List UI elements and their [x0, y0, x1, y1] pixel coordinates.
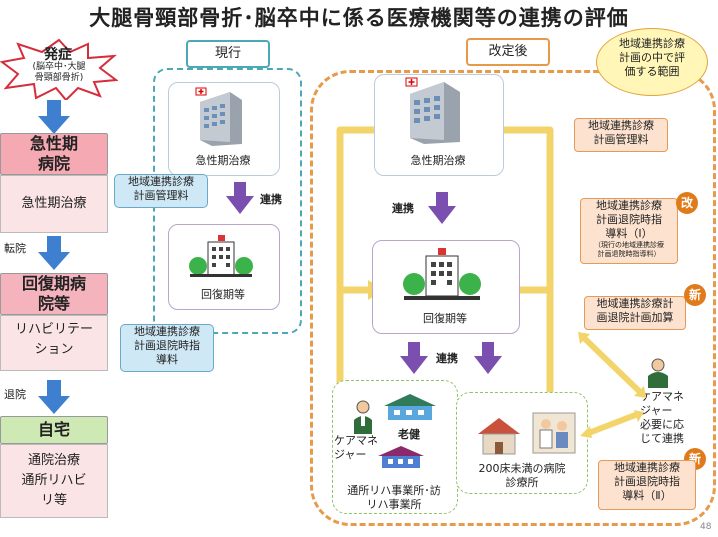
revised-callout-mgmt-line2: 計画管理料 — [593, 133, 649, 146]
care-manager-left-line1: ケアマネ — [334, 434, 378, 447]
current-callout-mgmt: 地域連携診療 計画管理料 — [114, 174, 208, 208]
revised-title: 改定後 — [466, 38, 550, 66]
revised-acute-label: 急性期治療 — [410, 154, 466, 167]
revised-callout-discharge1-note2: 計画退院時指導料） — [597, 250, 661, 258]
current-link-label: 連携 — [260, 193, 282, 206]
revised-callout-discharge2: 地域連携診療 計画退院時指 導料（Ⅱ） — [598, 460, 696, 510]
down-arrow-icon — [400, 342, 428, 374]
revised-callout-mgmt-line1: 地域連携診療 — [588, 119, 654, 132]
down-arrow-icon — [226, 182, 254, 214]
two-way-arrows — [578, 332, 646, 438]
care-manager-right-line1: ケアマネ — [640, 390, 684, 403]
onset-burst — [0, 38, 118, 100]
scope-bubble-line1: 地域連携診療 — [619, 37, 685, 50]
transfer-label: 転院 — [4, 242, 26, 255]
discharge-label: 退院 — [4, 388, 26, 401]
revised-callout-discharge2-line1: 地域連携診療 — [614, 461, 680, 474]
roken-house-icon — [384, 394, 436, 420]
current-callout-mgmt-line1: 地域連携診療 — [128, 175, 194, 188]
hospital-building-icon — [195, 87, 242, 146]
clinic-label-line1: 200床未満の病院 — [478, 462, 566, 475]
care-manager-right: ケアマネ ジャー 必要に応 じて連携 — [640, 390, 684, 446]
current-recovery-label: 回復期等 — [201, 288, 245, 301]
down-arrow-icon — [38, 100, 70, 134]
care-manager-right-line4: じて連携 — [640, 432, 684, 445]
scope-bubble-line2: 計画の中で評 — [619, 51, 685, 64]
clinic-house-icon — [478, 418, 520, 455]
rehab-hospital-icon — [403, 248, 481, 300]
home-header: 自宅 — [0, 416, 108, 444]
community-services: 通所リハ事業所･訪 リハ事業所 — [334, 484, 454, 512]
revised-callout-discharge1-line1: 地域連携診療 — [596, 199, 662, 212]
recovery-head-line2: 院等 — [37, 294, 70, 313]
current-callout-discharge-line1: 地域連携診療 — [134, 325, 200, 338]
current-callout-discharge-line2: 計画退院時指 — [134, 339, 200, 352]
home-body: 通院治療 通所リハビ リ等 — [0, 444, 108, 518]
scope-bubble: 地域連携診療 計画の中で評 価する範囲 — [596, 28, 708, 96]
onset-sub1: (脳卒中･大腿 — [32, 62, 86, 72]
added-callout: 地域連携診療計 画退院計画加算 — [584, 296, 686, 330]
roken-label: 老健 — [398, 428, 420, 441]
community-services-line1: 通所リハ事業所･訪 — [347, 484, 441, 497]
acute-head-line1: 急性期 — [29, 134, 78, 153]
current-callout-discharge: 地域連携診療 計画退院時指 導料 — [120, 324, 214, 372]
onset-sub2: 骨頸部骨折) — [34, 73, 84, 83]
recovery-body-line1: リハビリテー — [14, 322, 93, 337]
revised-badge: 改 — [676, 192, 698, 214]
down-arrow-icon — [428, 192, 456, 224]
scope-bubble-line3: 価する範囲 — [624, 65, 680, 78]
recovery-hospital-header: 回復期病 院等 — [0, 273, 108, 315]
page-number: 48 — [700, 522, 712, 532]
revised-link2-label: 連携 — [436, 352, 458, 365]
rehab-hospital-icon — [189, 235, 253, 277]
revised-callout-discharge2-line3: 導料（Ⅱ） — [622, 489, 672, 502]
recovery-body-line2: ション — [34, 342, 74, 357]
new-badge: 新 — [684, 284, 706, 306]
revised-link1-label: 連携 — [392, 202, 414, 215]
revised-callout-discharge1: 地域連携診療 計画退院時指 導料（Ⅰ） （現行の地域連携診療 計画退院時指導料） — [580, 198, 678, 264]
current-callout-mgmt-line2: 計画管理料 — [133, 189, 189, 202]
care-manager-right-line3: 必要に応 — [640, 418, 684, 431]
down-arrow-icon — [38, 236, 70, 270]
home-body-line3: リ等 — [40, 493, 67, 508]
doctor-patient-icon — [532, 412, 576, 454]
current-acute-label: 急性期治療 — [195, 154, 251, 167]
clinic-label: 200床未満の病院 診療所 — [458, 462, 586, 490]
care-manager-icon — [354, 400, 372, 434]
recovery-head-line1: 回復期病 — [21, 274, 86, 293]
acute-head-line2: 病院 — [37, 154, 70, 173]
onset-label: 発症 — [44, 47, 72, 63]
added-callout-line2: 画退院計画加算 — [596, 311, 674, 324]
home-body-line1: 通院治療 — [27, 453, 80, 468]
clinic-label-line2: 診療所 — [505, 476, 539, 489]
revised-recovery-label: 回復期等 — [423, 312, 467, 325]
community-services-line2: リハ事業所 — [366, 498, 422, 511]
added-callout-line1: 地域連携診療計 — [596, 297, 674, 310]
current-callout-discharge-line3: 導料 — [156, 353, 178, 366]
revised-callout-discharge1-note1: （現行の地域連携診療 — [594, 241, 664, 249]
page-title: 大腿骨頸部骨折･脳卒中に係る医療機関等の連携の評価 — [89, 6, 629, 30]
care-manager-left-line2: ジャー — [334, 448, 367, 461]
revised-callout-discharge1-line3: 導料（Ⅰ） — [605, 227, 653, 240]
rehab-facility-icon — [378, 446, 424, 468]
hospital-building-icon — [405, 77, 460, 144]
care-manager-icon — [648, 358, 668, 388]
down-arrow-icon — [38, 380, 70, 414]
care-manager-right-line2: ジャー — [640, 404, 673, 417]
revised-callout-mgmt: 地域連携診療 計画管理料 — [574, 118, 668, 152]
revised-callout-discharge2-line2: 計画退院時指 — [614, 475, 680, 488]
down-arrow-icon — [474, 342, 502, 374]
current-title: 現行 — [186, 40, 270, 68]
home-body-line2: 通所リハビ — [21, 473, 87, 488]
care-manager-left: ケアマネ ジャー — [334, 434, 378, 462]
acute-hospital-header: 急性期 病院 — [0, 133, 108, 175]
revised-panel — [310, 70, 716, 526]
recovery-body: リハビリテー ション — [0, 315, 108, 371]
acute-body: 急性期治療 — [0, 175, 108, 233]
revised-callout-discharge1-line2: 計画退院時指 — [596, 213, 662, 226]
